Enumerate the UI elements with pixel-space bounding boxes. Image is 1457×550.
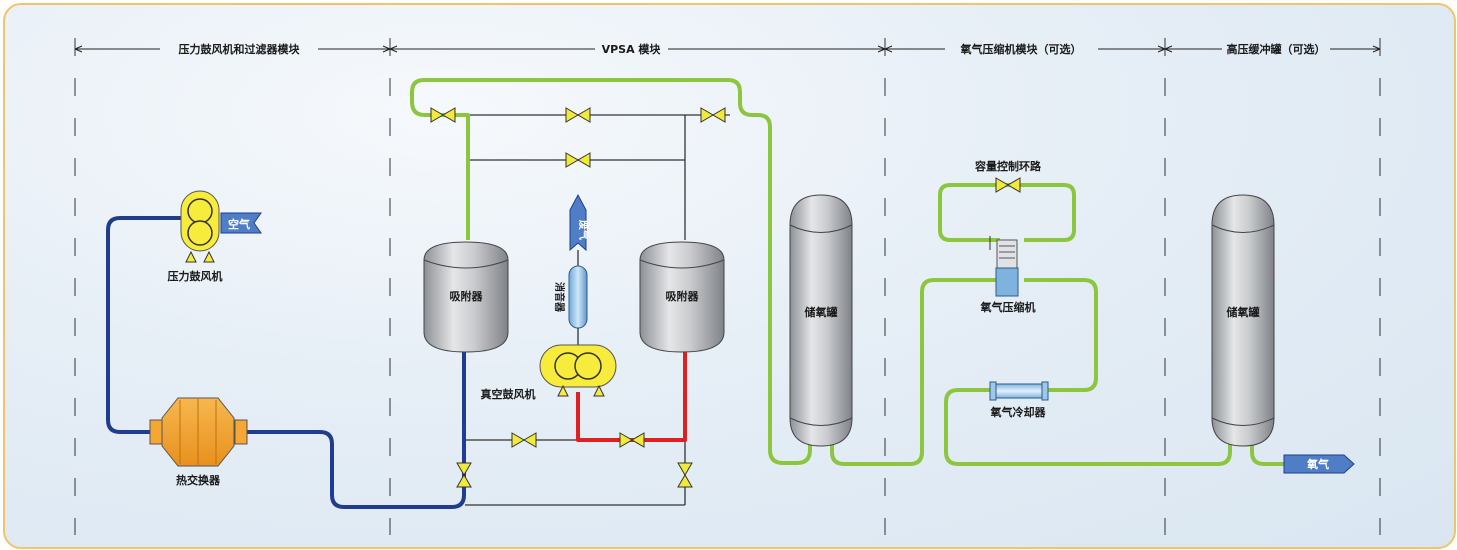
air-label: 空气 [228, 217, 250, 231]
adsorber-right-label: 吸附器 [666, 289, 700, 303]
oxygen-tank-1-icon [789, 194, 853, 447]
heat-exchanger-icon [149, 397, 248, 467]
muffler-label: 消音器 [553, 282, 566, 313]
section-label-buffer-tank: 高压缓冲罐（可选） [1227, 42, 1326, 56]
section-label-blower-filter: 压力鼓风机和过滤器模块 [179, 42, 301, 56]
valve-icon [430, 107, 456, 123]
air-inlet-tag [220, 212, 262, 234]
adsorber-left-label: 吸附器 [450, 289, 484, 303]
capacity-control-loop [938, 183, 1076, 242]
oxygen-line [410, 78, 1284, 466]
oxygen-cooler-icon [989, 381, 1049, 401]
muffler-icon [568, 265, 588, 329]
oxygen-outlet-tag [1283, 454, 1355, 474]
oxygen-tank-1-label: 储氧罐 [805, 305, 838, 319]
valve-icon [700, 107, 726, 123]
waste-gas-label: 废气 [577, 220, 590, 240]
section-label-vpsa: VPSA 模块 [602, 42, 662, 56]
valve-icon [619, 432, 645, 448]
waste-gas-tag [569, 193, 587, 252]
vacuum-blower-label: 真空鼓风机 [481, 387, 536, 401]
pressure-blower-icon [180, 190, 220, 263]
valve-icon [995, 177, 1021, 193]
valve-icon [565, 152, 591, 168]
valve-icon [565, 107, 591, 123]
vacuum-blower-icon [539, 344, 617, 397]
adsorber-right-icon [639, 241, 725, 353]
valves [430, 107, 1021, 488]
heat-exchanger-label: 热交换器 [176, 473, 221, 487]
oxygen-tank-2-label: 储氧罐 [1227, 305, 1260, 319]
oxygen-tank-2-icon [1211, 194, 1275, 447]
air-line [106, 216, 466, 509]
capacity-loop-label: 容量控制环路 [974, 159, 1042, 173]
valve-icon [677, 462, 693, 488]
pressure-blower-label: 压力鼓风机 [168, 269, 223, 283]
oxygen-compressor-icon [989, 236, 1019, 297]
valve-icon [456, 462, 472, 488]
oxygen-outlet-label: 氧气 [1306, 457, 1329, 471]
adsorber-left-icon [423, 241, 509, 353]
section-dividers [74, 38, 1381, 535]
valve-icon [511, 432, 537, 448]
section-label-compressor: 氧气压缩机模块（可选） [960, 42, 1082, 56]
section-header [74, 45, 1381, 53]
oxygen-cooler-label: 氧气冷却器 [990, 405, 1047, 419]
oxygen-compressor-label: 氧气压缩机 [980, 300, 1036, 314]
